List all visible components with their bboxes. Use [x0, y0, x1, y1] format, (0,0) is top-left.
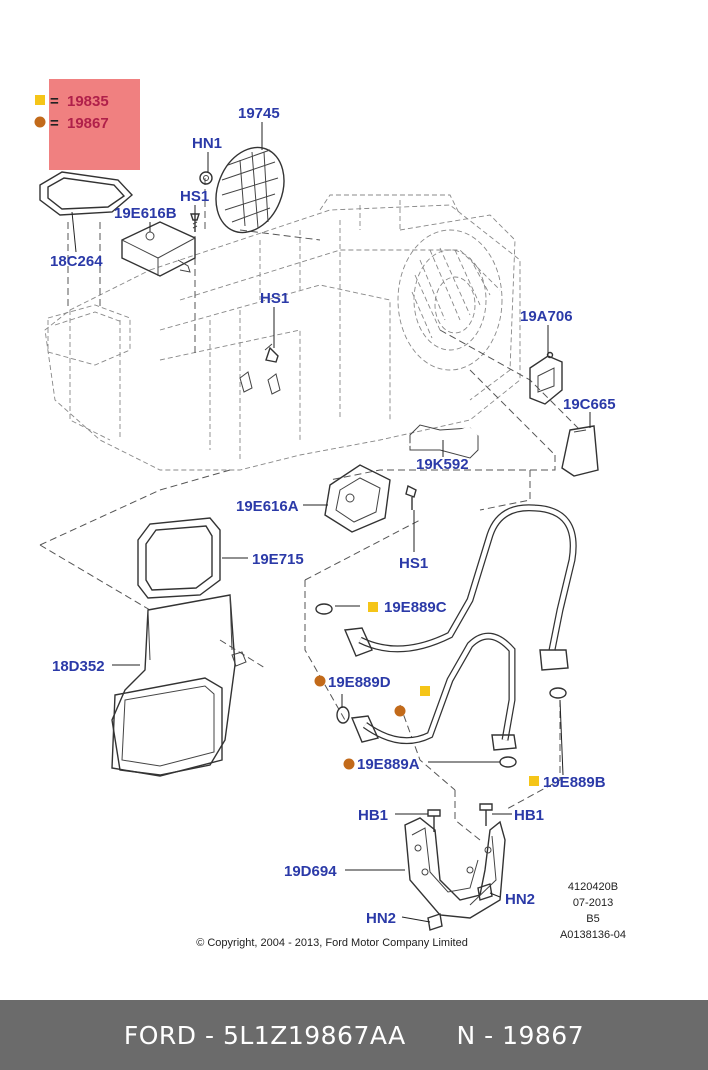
actuator-19e616b [121, 221, 196, 277]
part-19c665 [561, 425, 599, 477]
screw-hs1-top [190, 213, 200, 232]
hvac-housing [44, 194, 521, 471]
callout-hn2-right: HN2 [505, 891, 535, 908]
marker-circle-line [394, 705, 406, 717]
marker-square-19e889b [529, 776, 539, 786]
meta-line-2: 07-2013 [573, 897, 613, 909]
nut-hn2-left [427, 913, 443, 931]
footer-base-number: N - 19867 [456, 1020, 585, 1050]
callout-hb1-left: HB1 [358, 807, 388, 824]
callout-19a706: 19A706 [520, 308, 573, 325]
callout-19e889d: 19E889D [328, 674, 391, 691]
legend-highlight [49, 79, 140, 170]
screw-hs1-low [405, 484, 417, 510]
duct-18d352 [111, 594, 247, 777]
callout-19k592: 19K592 [416, 456, 469, 473]
legend-eq-1: = [50, 93, 59, 110]
parts-diagram: = 19835 = 19867 [34, 79, 626, 949]
callout-18d352: 18D352 [52, 658, 105, 675]
callout-hb1-right: HB1 [514, 807, 544, 824]
meta-line-3: B5 [586, 913, 599, 925]
legend-eq-2: = [50, 115, 59, 132]
callout-19e715: 19E715 [252, 551, 304, 568]
callout-hs1-mid: HS1 [260, 290, 289, 307]
callout-19c665: 19C665 [563, 396, 616, 413]
meta-line-4: A0138136-04 [560, 929, 626, 941]
callout-19e889c: 19E889C [384, 599, 447, 616]
callout-19e889b: 19E889B [543, 774, 606, 791]
marker-square-19e889c [368, 602, 378, 612]
hose-19k592 [407, 426, 482, 448]
actuator-19e616a [324, 464, 391, 533]
callout-19745: 19745 [238, 105, 280, 122]
seal-18c264 [39, 171, 134, 216]
legend-part-19835: 19835 [67, 93, 109, 110]
callout-18c264: 18C264 [50, 253, 103, 270]
callout-hn2-left: HN2 [366, 910, 396, 927]
leader-lines [71, 122, 591, 923]
copyright-text: © Copyright, 2004 - 2013, Ford Motor Com… [196, 937, 468, 949]
bolt-hb1-left [427, 809, 441, 832]
marker-circle-19e889a [343, 758, 355, 770]
footer-part-number: FORD - 5L1Z19867AA [123, 1020, 406, 1050]
legend-square-marker [35, 95, 45, 105]
bolt-hb1-right [479, 803, 493, 826]
callout-19e616b: 19E616B [114, 205, 177, 222]
meta-line-1: 4120420B [568, 881, 618, 893]
nut-hn1 [199, 171, 213, 185]
callout-hs1-low: HS1 [399, 555, 428, 572]
marker-circle-19e889d [314, 675, 326, 687]
callout-hn1: HN1 [192, 135, 222, 152]
screw-hs1-mid [264, 343, 279, 363]
part-number-footer: FORD - 5L1Z19867AA N - 19867 [0, 1000, 708, 1070]
footer-spacer [406, 1021, 457, 1050]
nut-hn2-right [477, 883, 493, 901]
callout-19d694: 19D694 [284, 863, 337, 880]
callout-19e616a: 19E616A [236, 498, 299, 515]
legend-part-19867: 19867 [67, 115, 109, 132]
bracket-19d694 [404, 817, 506, 919]
callout-19e889a: 19E889A [357, 756, 420, 773]
legend-circle-marker [34, 116, 46, 128]
seal-19e715 [137, 517, 221, 599]
callout-hs1-top: HS1 [180, 188, 209, 205]
refrigerant-lines [315, 504, 577, 768]
filter-19745 [215, 146, 285, 234]
marker-square-line [420, 686, 430, 696]
